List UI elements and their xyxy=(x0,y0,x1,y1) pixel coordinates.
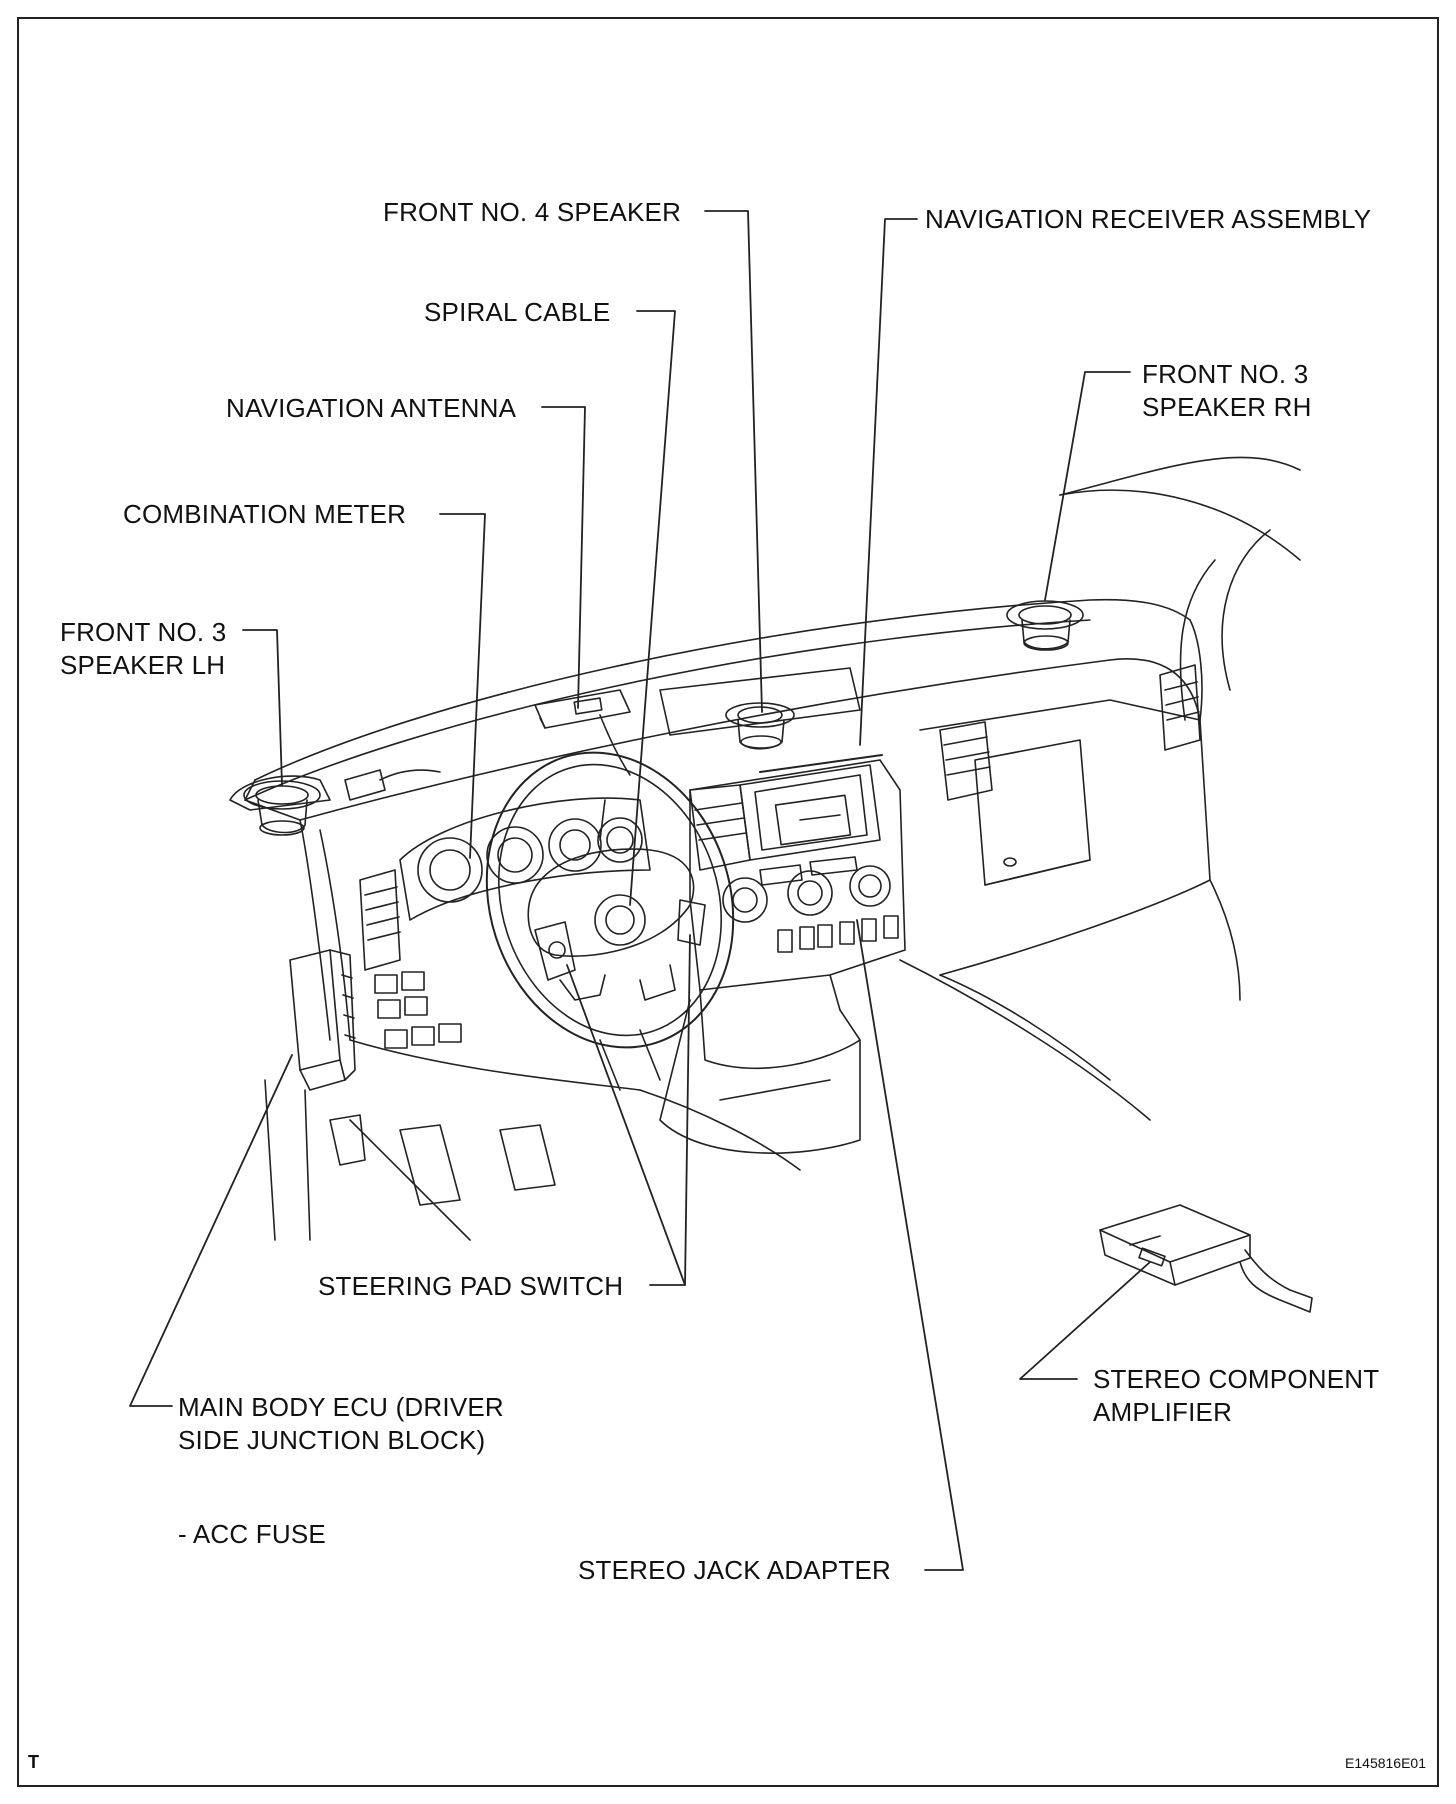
label-acc-fuse: - ACC FUSE xyxy=(178,1519,326,1549)
label-combination-meter: COMBINATION METER xyxy=(123,499,407,529)
center-stack xyxy=(659,759,906,1154)
navigation-antenna xyxy=(534,689,631,776)
figure-code: E145816E01 xyxy=(1345,1755,1426,1771)
label-front-no3-lh-line2: SPEAKER LH xyxy=(60,650,226,680)
stereo-amplifier xyxy=(1099,1204,1313,1313)
label-front-no3-rh-line2: SPEAKER RH xyxy=(1142,392,1312,422)
label-stereo-amp-line1: STEREO COMPONENT xyxy=(1093,1364,1380,1394)
speaker-rh xyxy=(1006,600,1084,651)
label-front-no3-lh-line1: FRONT NO. 3 xyxy=(60,617,227,647)
label-main-body-ecu: MAIN BODY ECU (DRIVER SIDE JUNCTION BLOC… xyxy=(178,1391,504,1457)
label-stereo-amp-line2: AMPLIFIER xyxy=(1093,1397,1233,1427)
leader-lines xyxy=(129,210,1151,1571)
label-spiral-cable: SPIRAL CABLE xyxy=(424,297,611,327)
label-front-no3-speaker-lh: FRONT NO. 3 SPEAKER LH xyxy=(60,616,226,682)
corner-mark: T xyxy=(28,1752,39,1772)
navigation-receiver xyxy=(759,754,883,821)
label-front-no3-speaker-rh: FRONT NO. 3 SPEAKER RH xyxy=(1142,358,1312,424)
label-navigation-antenna: NAVIGATION ANTENNA xyxy=(226,393,517,423)
label-main-body-ecu-line1: MAIN BODY ECU (DRIVER xyxy=(178,1392,504,1422)
label-front-no4-speaker: FRONT NO. 4 SPEAKER xyxy=(383,197,682,227)
diagram-frame xyxy=(17,17,1439,1787)
windshield-outline xyxy=(1059,456,1301,721)
label-steering-pad-switch: STEERING PAD SWITCH xyxy=(318,1271,624,1301)
steering-wheel xyxy=(485,751,735,1091)
speaker-no4 xyxy=(659,667,861,750)
label-stereo-jack-adapter: STEREO JACK ADAPTER xyxy=(578,1555,891,1585)
label-main-body-ecu-line2: SIDE JUNCTION BLOCK) xyxy=(178,1425,486,1455)
label-navigation-receiver-assembly: NAVIGATION RECEIVER ASSEMBLY xyxy=(925,204,1372,234)
label-stereo-component-amplifier: STEREO COMPONENT AMPLIFIER xyxy=(1093,1363,1379,1429)
dashboard-body xyxy=(244,598,1241,1121)
left-dash xyxy=(264,769,801,1241)
label-front-no3-rh-line1: FRONT NO. 3 xyxy=(1142,359,1309,389)
